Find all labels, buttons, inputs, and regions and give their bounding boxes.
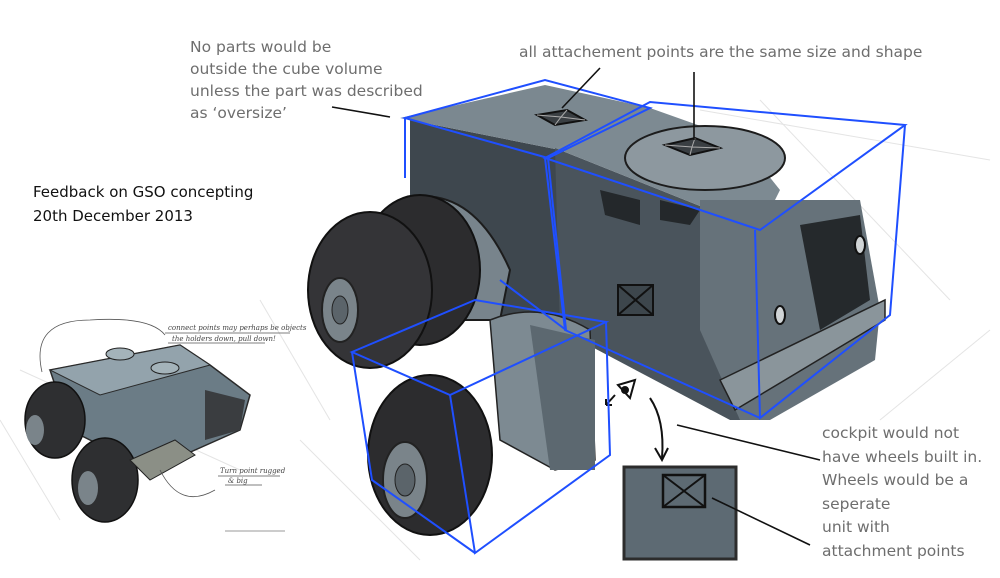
cockpit-note-line: attachment points	[822, 541, 965, 560]
cockpit-note-line: seperate	[822, 494, 891, 513]
attachment-point-icon	[617, 284, 654, 316]
page-title: Feedback on GSO concepting 20th December…	[33, 180, 253, 228]
cockpit-note-line: cockpit would not	[822, 424, 960, 442]
cockpit-side-panel	[622, 465, 738, 561]
main-vehicle	[307, 55, 886, 420]
sketch-note-holders: the holders down, pull down!	[172, 335, 276, 343]
title-date: 20th December 2013	[33, 207, 193, 225]
bounding-box-cockpit	[542, 100, 908, 421]
leader-lines	[331, 67, 821, 546]
cube-volume-note-line: outside the cube volume	[190, 60, 383, 78]
attachment-point-icon	[534, 108, 588, 127]
bounding-boxes	[349, 78, 908, 555]
cube-volume-note-line: as ‘oversize’	[190, 104, 287, 122]
bounding-box-rear	[401, 78, 653, 331]
attachment-point-icon	[661, 136, 724, 157]
wheel-module	[367, 311, 596, 536]
bounding-box-wheel	[349, 298, 612, 555]
cockpit-note-line: unit with	[822, 518, 890, 536]
cockpit-note-line: have wheels built in.	[822, 447, 983, 466]
attachment-points-note: all attachement points are the same size…	[519, 43, 923, 61]
eye-icon	[605, 378, 637, 406]
sketch-note-big: & big	[228, 477, 248, 485]
cube-volume-note-line: No parts would be	[190, 38, 332, 56]
cube-volume-note-line: unless the part was described	[190, 82, 423, 100]
sketch-note-connect-points: connect points may perhaps be objects	[168, 324, 307, 332]
sketch-note-turn-point: Turn point rugged	[220, 467, 286, 475]
arrow-down-icon	[649, 397, 669, 463]
cube-volume-note: No parts would be outside the cube volum…	[190, 36, 423, 124]
title-line: Feedback on GSO concepting	[33, 183, 254, 201]
wheel-rear	[307, 194, 481, 369]
cockpit-note: cockpit would not have wheels built in. …	[822, 422, 982, 563]
cockpit-note-line: Wheels would be a	[822, 471, 969, 489]
reference-sketch	[24, 318, 290, 532]
